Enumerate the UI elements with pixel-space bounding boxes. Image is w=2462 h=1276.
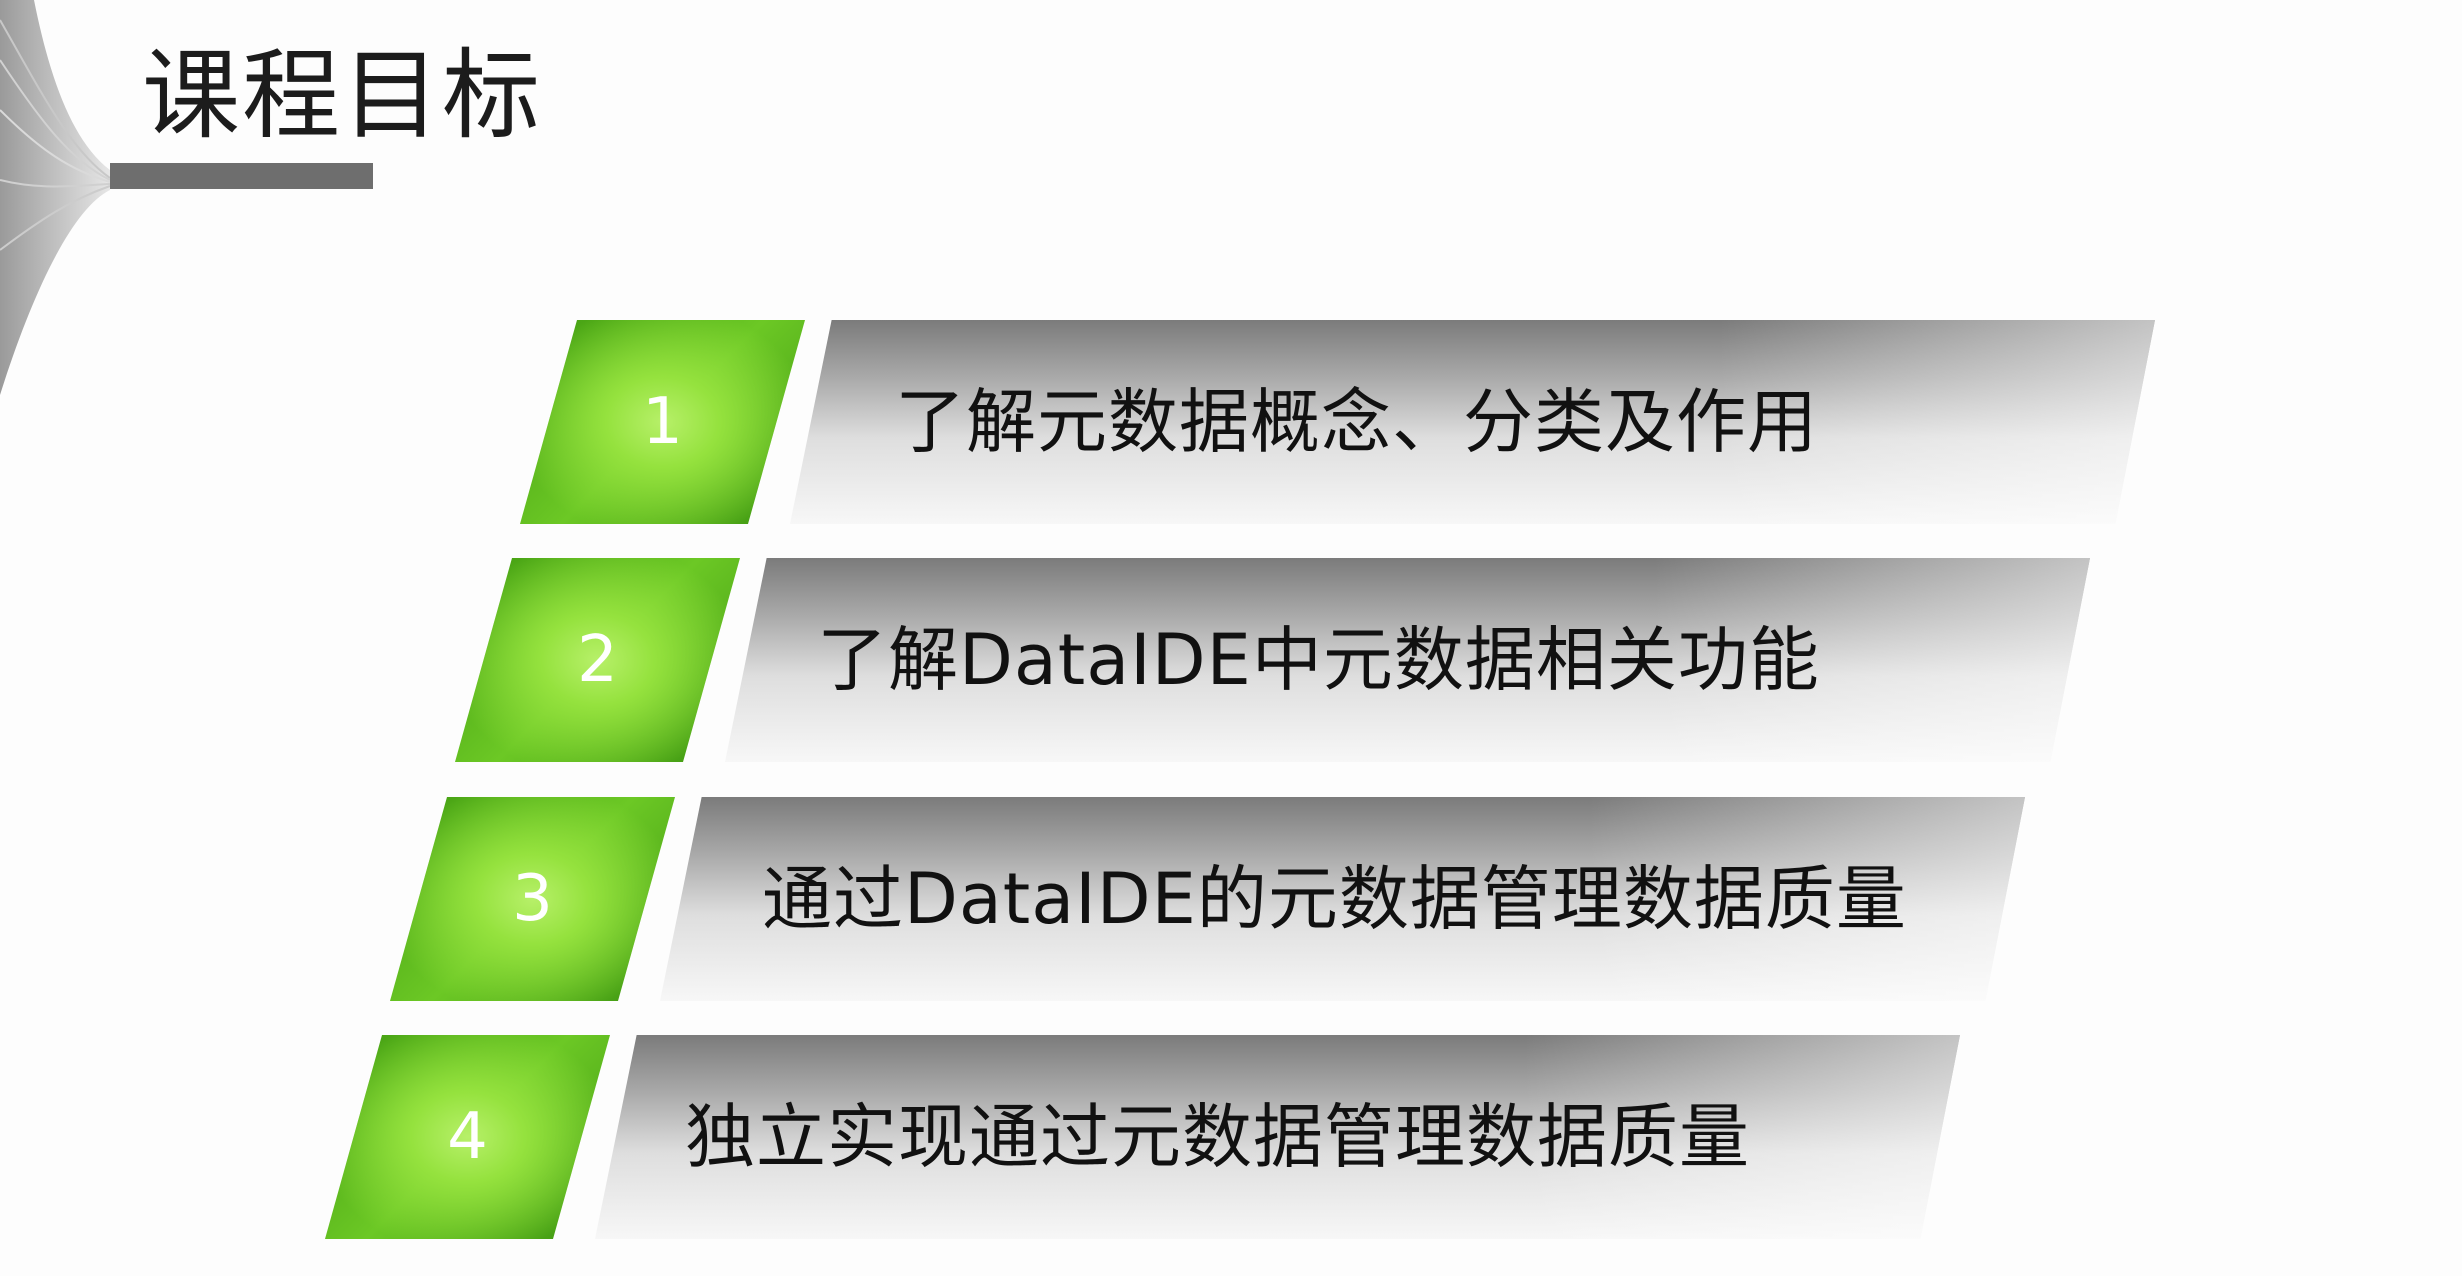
goal-item-4: 4 独立实现通过元数据管理数据质量	[325, 1035, 1965, 1239]
goal-number-badge	[520, 320, 805, 524]
goal-item-1: 1 了解元数据概念、分类及作用	[520, 320, 2160, 524]
goal-number-badge	[390, 797, 675, 1001]
goal-bar	[595, 1035, 1960, 1239]
goal-bar	[725, 558, 2090, 762]
goal-number: 3	[512, 862, 553, 936]
decorative-curve-graphic	[0, 0, 111, 395]
goal-text: 通过DataIDE的元数据管理数据质量	[762, 858, 1907, 940]
goal-text: 了解DataIDE中元数据相关功能	[817, 619, 1820, 701]
goal-item-3: 3 通过DataIDE的元数据管理数据质量	[390, 797, 2030, 1001]
goal-number-badge	[455, 558, 740, 762]
goal-item-2: 2 了解DataIDE中元数据相关功能	[455, 558, 2095, 762]
goal-number: 2	[577, 623, 618, 697]
page-title: 课程目标	[142, 39, 543, 153]
goal-bar	[790, 320, 2155, 524]
goal-number-badge	[325, 1035, 610, 1239]
title-underline-bar	[110, 163, 373, 189]
goal-text: 了解元数据概念、分类及作用	[895, 381, 1818, 463]
goal-bar	[660, 797, 2025, 1001]
goal-number: 4	[447, 1100, 488, 1174]
goal-text: 独立实现通过元数据管理数据质量	[685, 1096, 1750, 1178]
goal-number: 1	[642, 385, 683, 459]
